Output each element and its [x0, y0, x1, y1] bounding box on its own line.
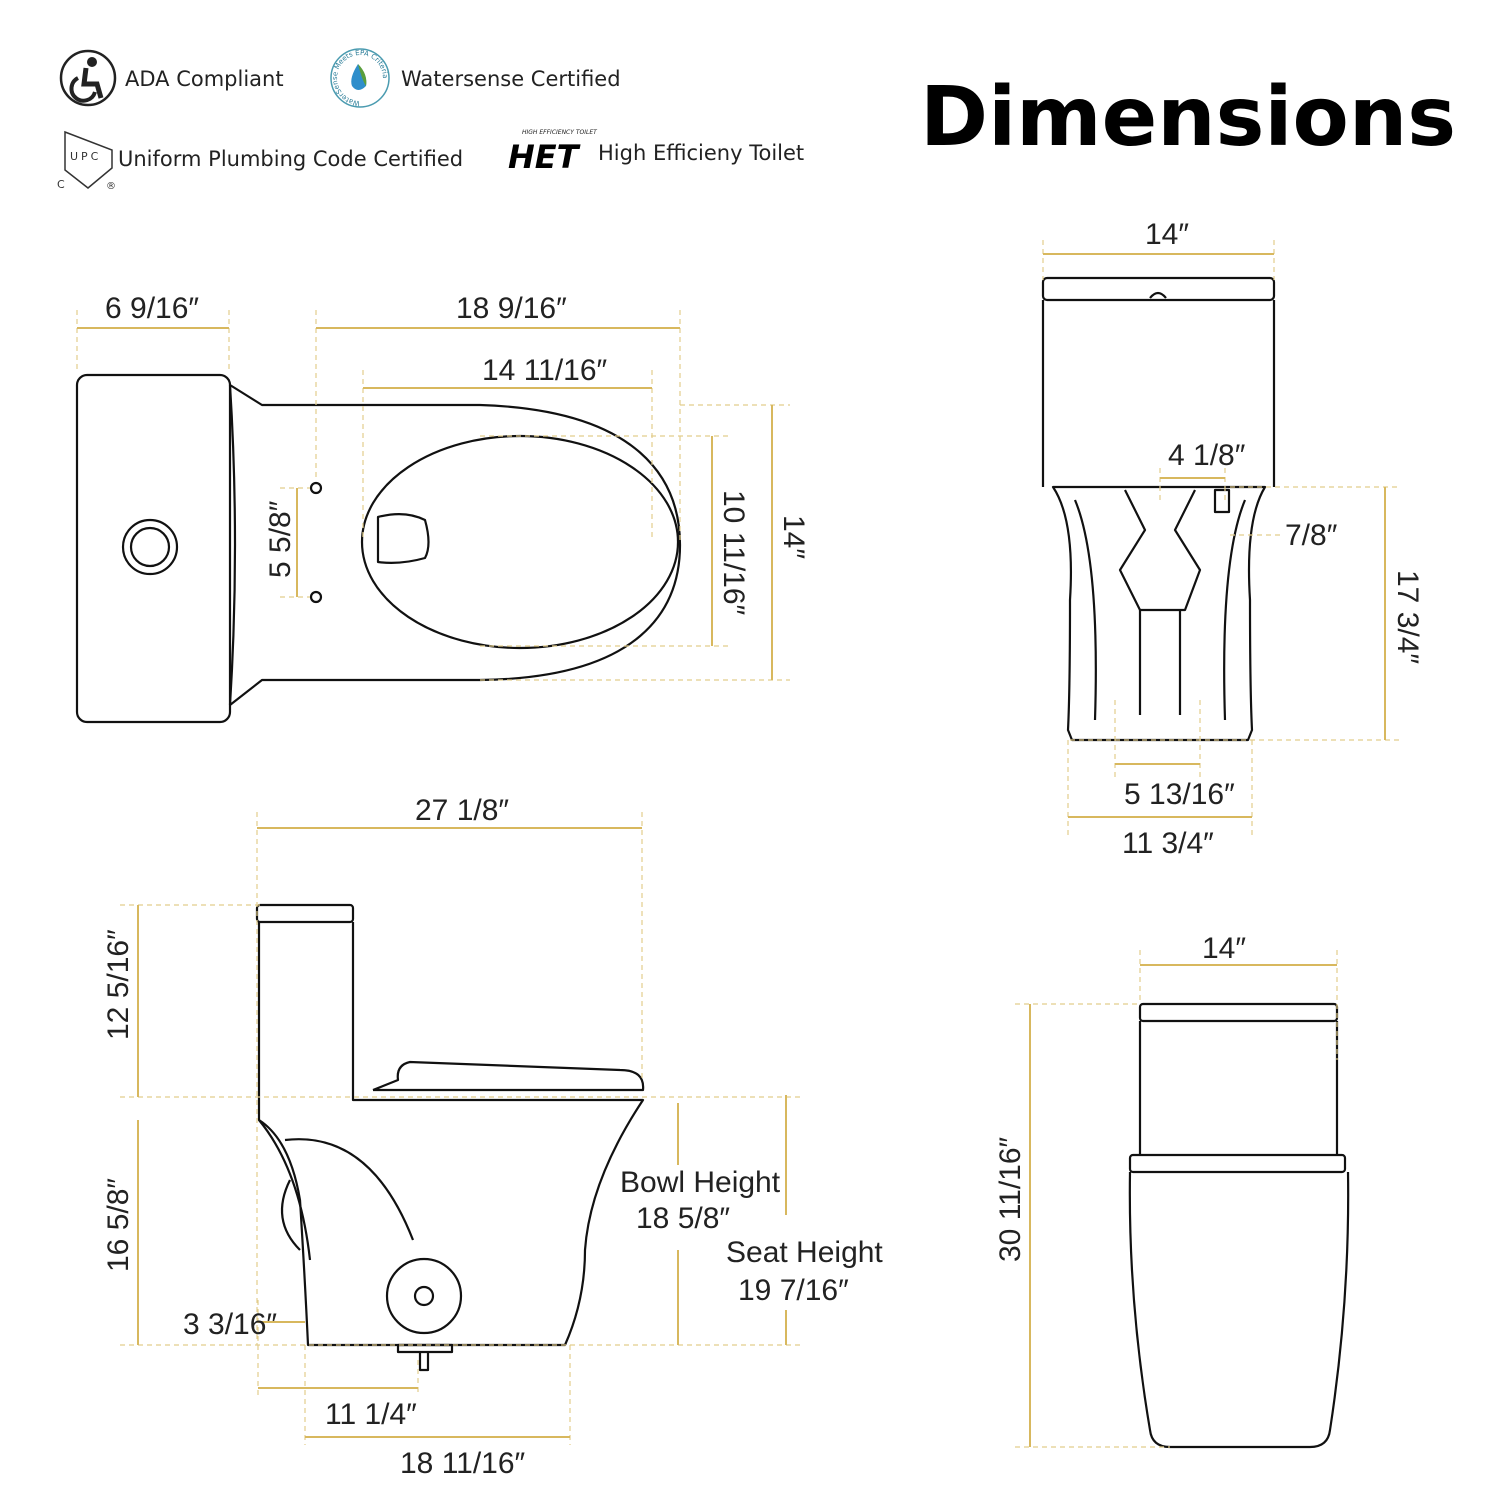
seat-height-label: Seat Height: [726, 1236, 883, 1269]
dim-rear-offset: 3 3/16″: [183, 1308, 277, 1341]
dim-tank-height: 12 5/16″: [102, 929, 135, 1040]
dim-bowl-length: 18 9/16″: [456, 292, 567, 325]
dim-bowl-height: 18 5/8″: [636, 1202, 730, 1235]
dim-inlet-height: 17 3/4″: [1391, 570, 1424, 664]
dim-inlet-offset: 4 1/8″: [1168, 439, 1246, 472]
dim-bowl-body-height: 16 5/8″: [102, 1178, 135, 1272]
page-title: Dimensions: [920, 70, 1456, 165]
svg-text:®: ®: [106, 181, 116, 192]
dim-base-width: 11 3/4″: [1122, 827, 1214, 860]
watersense-label: Watersense Certified: [401, 67, 621, 91]
dim-base-length: 18 11/16″: [400, 1447, 526, 1480]
dim-bolt-spacing: 5 5/8″: [264, 500, 297, 578]
side-view: 27 1/8″ 12 5/16″ 16 5/8″ 3 3/16″ 11 1/4″…: [102, 794, 883, 1480]
upc-badge: UPC C ® Uniform Plumbing Code Certified: [57, 130, 463, 192]
flush-button-icon: [121, 518, 179, 576]
wheelchair-icon: [59, 49, 117, 107]
het-logo-small-text: HIGH EFFICIENCY TOILET: [522, 129, 598, 136]
bowl-height-label: Bowl Height: [620, 1166, 781, 1199]
dim-tank-width: 14″: [1145, 218, 1189, 251]
het-label: High Efficieny Toilet: [598, 141, 804, 165]
upc-logo-text: UPC: [70, 150, 101, 163]
dim-inlet-size: 7/8″: [1285, 519, 1338, 552]
dim-seat-opening-width: 10 11/16″: [717, 490, 750, 616]
dim-overall-height: 30 11/16″: [994, 1136, 1027, 1262]
top-view: 6 9/16″ 18 9/16″ 14 11/16″ 5 5/8″ 10 11/…: [75, 292, 810, 724]
dim-seat-height: 19 7/16″: [738, 1274, 849, 1307]
dim-overall-length: 27 1/8″: [415, 794, 509, 827]
ada-label: ADA Compliant: [125, 67, 284, 91]
dim-tank-depth: 6 9/16″: [105, 292, 199, 325]
het-logo-icon: HET: [508, 138, 581, 176]
dim-overall-width: 14″: [777, 515, 810, 559]
upc-label: Uniform Plumbing Code Certified: [118, 147, 463, 171]
watersense-logo-icon: [330, 48, 390, 108]
back-view: 14″ 30 11/16″: [994, 932, 1350, 1449]
upc-shield-icon: [64, 130, 113, 189]
dim-base-bolt-spacing: 5 13/16″: [1124, 778, 1235, 811]
het-badge: HIGH EFFICIENCY TOILET HET High Efficien…: [508, 129, 804, 176]
dim-back-width: 14″: [1202, 932, 1246, 965]
watersense-badge: WaterSense Meets EPA Criteria Watersense…: [330, 48, 621, 108]
front-view: 14″ 4 1/8″ 7/8″ 17 3/4″ 5 13/16″ 11 3/4″: [1041, 218, 1424, 860]
dim-rough-in: 11 1/4″: [325, 1398, 417, 1431]
dim-seat-opening-length: 14 11/16″: [482, 354, 608, 387]
svg-text:C: C: [57, 178, 65, 191]
ada-badge: ADA Compliant: [59, 49, 284, 107]
